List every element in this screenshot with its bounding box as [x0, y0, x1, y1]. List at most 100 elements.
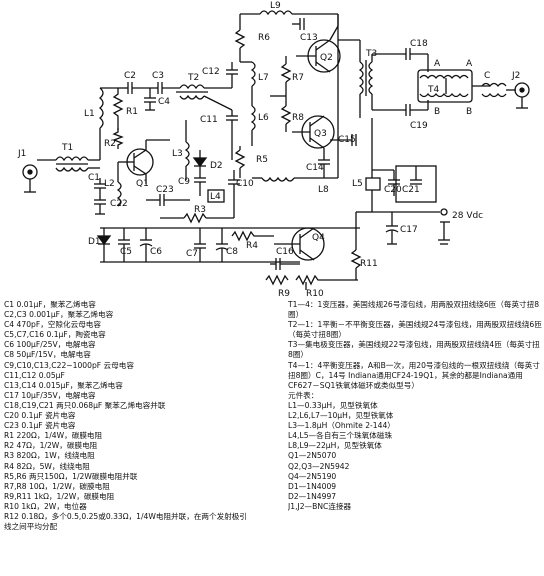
transistor-q1 — [118, 140, 154, 184]
label-l6: L6 — [258, 113, 269, 123]
label-c4: C4 — [158, 97, 170, 107]
label-r7: R7 — [292, 73, 304, 83]
label-l3: L3 — [172, 149, 183, 159]
label-c-tap: C — [484, 71, 490, 81]
note-line: L4,L5—各自有三个珠氧体磁珠 — [288, 431, 393, 441]
note-line: L8,L9—22μH，见型铁氧体 — [288, 441, 382, 451]
label-c15: C15 — [338, 135, 356, 145]
note-line: C1 0.01μF，聚苯乙烯电容 — [4, 300, 96, 309]
capacitor-c16 — [270, 258, 300, 270]
label-r9: R9 — [278, 289, 290, 299]
note-line: R3 820Ω，1W，线绕电阻 — [4, 451, 95, 461]
label-l5: L5 — [352, 179, 363, 189]
label-l9: L9 — [270, 1, 281, 11]
label-d1: D1 — [88, 237, 101, 247]
label-b-right: B — [466, 107, 472, 117]
transformer-t2 — [176, 84, 233, 111]
label-a-right: A — [466, 59, 473, 69]
capacitor-c17 — [385, 212, 399, 245]
note-line: T3—集电极变压器，美国线规22号漆包线，用两股双扭线绕4匝（每英寸扭8圈） — [288, 340, 540, 360]
note-line: T2—1：1平衡－不平衡变压器，美国线规24号漆包线，用两股双扭线绕6匝（每英寸… — [288, 320, 542, 340]
note-line: R1 220Ω，1/4W，碳膜电阻 — [4, 431, 103, 441]
label-c19: C19 — [410, 121, 428, 131]
note-line: Q4—2N5190 — [288, 471, 337, 481]
label-c23: C23 — [156, 185, 174, 195]
label-j1: J1 — [17, 149, 26, 159]
capacitor-c15 — [330, 134, 357, 146]
note-line: R2 47Ω，1/2W，碳膜电阻 — [4, 441, 98, 451]
resistor-r7 — [280, 56, 292, 96]
note-line: 线之间平均分配 — [4, 522, 58, 532]
note-line: C6 100μF/25V，电解电容 — [4, 340, 96, 350]
label-c11: C11 — [200, 115, 218, 125]
label-c8: C8 — [226, 247, 238, 257]
note-line: C17 10μF/35V，电解电容 — [4, 390, 96, 400]
resistor-r9 — [265, 274, 289, 286]
resistor-r2 — [112, 128, 124, 149]
label-c21: C21 — [402, 185, 420, 195]
inductor-l8 — [252, 176, 338, 182]
transformer-t3 — [358, 40, 374, 118]
transistor-q4 — [274, 227, 325, 261]
capacitor-c12 — [226, 62, 238, 88]
resistor-r4 — [231, 230, 274, 242]
label-r11: R11 — [360, 259, 378, 269]
label-l1: L1 — [84, 109, 95, 119]
note-line: L2,L6,L7—10μH，见型铁氧体 — [288, 411, 394, 421]
note-line: 元件表： — [288, 390, 319, 400]
resistor-r3 — [160, 212, 234, 224]
label-b-bottom: B — [434, 107, 440, 117]
label-c3: C3 — [152, 71, 164, 81]
transformer-t4 — [417, 69, 490, 103]
label-t4: T4 — [427, 85, 439, 95]
label-r5: R5 — [256, 155, 268, 165]
transformer-t1 — [55, 156, 100, 172]
note-line: C2,C3 0.001μF，聚苯乙烯电容 — [4, 310, 114, 320]
note-line: C4 470pF，空隙化云母电容 — [4, 320, 101, 330]
note-line: R5,R6 两只150Ω，1/2W碳膜电阻并联 — [4, 471, 138, 481]
diode-d2 — [192, 150, 208, 172]
note-line: R9,R11 1kΩ，1/2W，碳膜电阻 — [4, 491, 115, 501]
diode-d1 — [96, 228, 112, 262]
label-l8: L8 — [318, 185, 329, 195]
label-l7: L7 — [258, 73, 269, 83]
label-l4: L4 — [210, 192, 221, 202]
note-line: J1,J2—BNC连接器 — [288, 501, 352, 511]
label-r4: R4 — [246, 241, 258, 251]
inductor-l9 — [240, 10, 339, 26]
label-c13: C13 — [300, 33, 318, 43]
note-line: C23 0.1μF 瓷片电容 — [4, 421, 76, 431]
note-line: Q1—2N5070 — [288, 451, 337, 461]
label-d2: D2 — [210, 161, 223, 171]
supply-voltage-label: 28 Vdc — [452, 211, 483, 221]
label-c9: C9 — [178, 177, 190, 187]
note-line: T4—1：4平衡变压器，A和B一次，用20号漆包线的一根双扭线绕（每英寸扭8圈）… — [288, 360, 540, 390]
capacitor-c11 — [226, 110, 238, 160]
label-c12: C12 — [202, 67, 220, 77]
capacitor-c18 — [372, 48, 429, 72]
label-c20: C20 — [384, 185, 402, 195]
label-t2: T2 — [187, 73, 199, 83]
inductor-l6 — [250, 98, 256, 146]
note-line: C20 0.1μF 瓷片电容 — [4, 411, 76, 421]
label-r6: R6 — [258, 33, 270, 43]
label-l2: L2 — [104, 179, 115, 189]
note-line: R7,R8 10Ω，1/2W，碳膜电阻 — [4, 481, 110, 491]
note-line: D2—1N4997 — [288, 491, 337, 501]
label-r2: R2 — [104, 139, 116, 149]
note-line: R12 0.18Ω，多个0.5,0.25或0.33Ω，1/4W电阻并联，在两个发… — [4, 511, 247, 521]
capacitor-c22 — [94, 196, 106, 215]
transistor-q2 — [296, 25, 341, 73]
note-line: C11,C12 0.05μF — [4, 370, 65, 380]
label-r1: R1 — [126, 107, 138, 117]
label-c17: C17 — [400, 225, 418, 235]
circuit-schematic: J1 T1 L1 R1 C2 C3 C4 — [17, 1, 530, 299]
capacitor-c3 — [150, 82, 180, 94]
note-line: L1—0.33μH，见型铁氧体 — [288, 400, 378, 410]
label-r10: R10 — [306, 289, 324, 299]
note-line: T1—4：1变压器，美国线规26号漆包线，用两股双扭线绕6匝（每英寸扭8圈） — [288, 300, 540, 320]
label-q3: Q3 — [314, 129, 327, 139]
inductor-l7 — [240, 61, 256, 98]
label-t3: T3 — [365, 49, 377, 59]
